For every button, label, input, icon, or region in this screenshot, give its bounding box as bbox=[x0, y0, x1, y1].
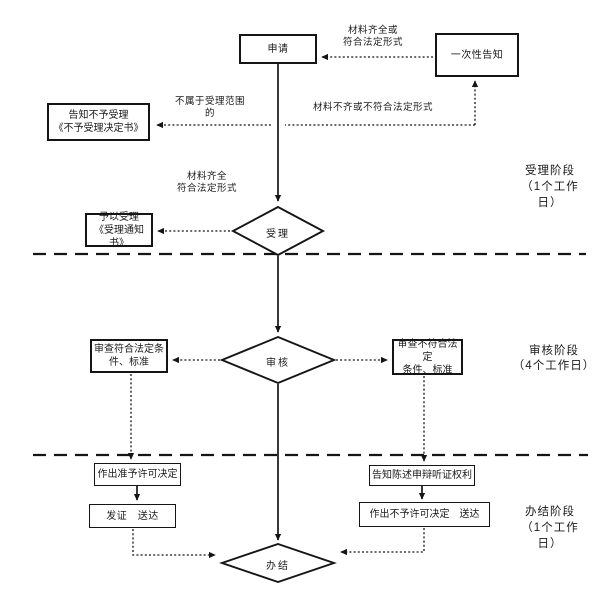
deny-decision-label: 作出不予许可决定 送达 bbox=[369, 509, 480, 520]
stage-review-line2: （4个工作日） bbox=[512, 360, 596, 372]
apply-box: 申请 bbox=[239, 34, 317, 64]
grant-decision-label: 作出准予许可决定 bbox=[97, 469, 178, 480]
stage-accept-line1: 受理阶段 bbox=[525, 165, 575, 177]
edge-deny-to-complete bbox=[340, 528, 425, 556]
materials-ok-mid-line2: 符合法定形式 bbox=[176, 182, 237, 194]
stage-accept-line2: （1个工作 bbox=[521, 181, 579, 193]
stage-complete-line2: （1个工作 bbox=[521, 522, 579, 534]
materials-ok-mid-line1: 材料齐全 bbox=[186, 171, 227, 182]
review-fail-line1: 审查不符合法定 bbox=[397, 338, 458, 363]
issue-deliver-label: 发证 送达 bbox=[106, 510, 159, 522]
review-pass-line2: 件、标准 bbox=[109, 357, 149, 368]
issue-deliver-box: 发证 送达 bbox=[89, 504, 176, 528]
apply-label: 申请 bbox=[267, 43, 289, 55]
accept-notice-line2: 《受理通知书》 bbox=[94, 224, 144, 249]
review-fail-box: 审查不符合法定 条件、标准 bbox=[392, 338, 463, 376]
accept-notice-box: 予以受理 《受理通知书》 bbox=[85, 211, 153, 249]
review-decision-diamond bbox=[219, 335, 337, 385]
reject-notice-line1: 告知不予受理 bbox=[68, 110, 129, 121]
stage-review-line1: 审核阶段 bbox=[529, 345, 579, 357]
stage-accept-line3: 日） bbox=[537, 197, 563, 209]
edge-label-materials-incomplete: 材料不齐或不符合法定形式 bbox=[312, 102, 433, 113]
review-pass-box: 审查符合法定条 件、标准 bbox=[90, 339, 168, 373]
complete-decision-diamond bbox=[219, 542, 337, 584]
stage-label-complete: 办结阶段 （1个工作 日） bbox=[512, 504, 588, 552]
edge-issue-to-complete bbox=[132, 529, 216, 559]
accept-notice-line1: 予以受理 bbox=[99, 211, 139, 223]
inform-rights-box: 告知陈述申辩听证权利 bbox=[369, 465, 475, 486]
one-time-notice-label: 一次性告知 bbox=[450, 49, 504, 61]
reject-notice-box: 告知不予受理 《不予受理决定书》 bbox=[47, 103, 150, 141]
edge-label-materials-ok-mid: 材料齐全 符合法定形式 bbox=[174, 171, 240, 194]
reject-notice-line2: 《不予受理决定书》 bbox=[53, 123, 144, 134]
grant-decision-box: 作出准予许可决定 bbox=[94, 463, 181, 486]
stage-label-accept: 受理阶段 （1个工作 日） bbox=[512, 163, 588, 211]
one-time-notice-box: 一次性告知 bbox=[435, 33, 519, 77]
edge-label-materials-ok-top: 材料齐全或 符合法定形式 bbox=[338, 25, 408, 48]
review-pass-line1: 审查符合法定条 bbox=[94, 344, 164, 355]
stage-complete-line1: 办结阶段 bbox=[525, 506, 575, 518]
inform-rights-label: 告知陈述申辩听证权利 bbox=[372, 470, 472, 481]
review-fail-line2: 条件、标准 bbox=[402, 364, 453, 376]
edge-label-not-in-scope: 不属于受理范围的 bbox=[174, 96, 245, 119]
materials-ok-top-line2: 符合法定形式 bbox=[342, 36, 403, 48]
accept-decision-diamond bbox=[230, 205, 326, 257]
materials-ok-top-line1: 材料齐全或 bbox=[347, 25, 398, 36]
stage-label-review: 审核阶段 （4个工作日） bbox=[506, 344, 602, 374]
stage-complete-line3: 日） bbox=[537, 538, 563, 550]
deny-decision-box: 作出不予许可决定 送达 bbox=[359, 502, 490, 527]
